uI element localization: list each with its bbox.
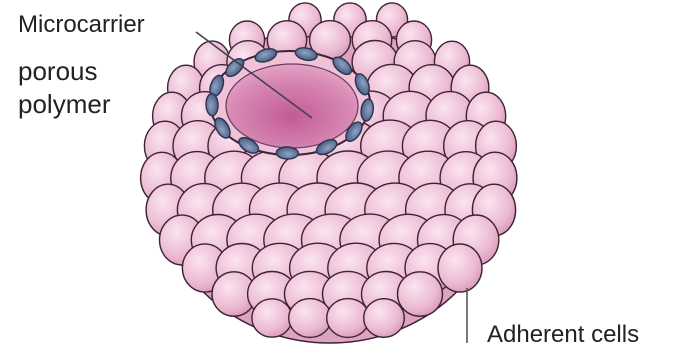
cell xyxy=(398,272,443,316)
label-porous: porous xyxy=(18,56,98,87)
label-microcarrier: Microcarrier xyxy=(18,11,145,39)
label-polymer: polymer xyxy=(18,89,110,120)
adherent-cell-layer xyxy=(141,3,517,338)
label-adherent-cells: Adherent cells xyxy=(487,321,639,349)
cell xyxy=(327,299,370,338)
cell xyxy=(438,244,482,292)
nucleus xyxy=(276,147,298,160)
nucleus xyxy=(206,93,219,115)
cell xyxy=(364,299,405,338)
cell xyxy=(252,299,292,337)
cell xyxy=(289,299,332,338)
